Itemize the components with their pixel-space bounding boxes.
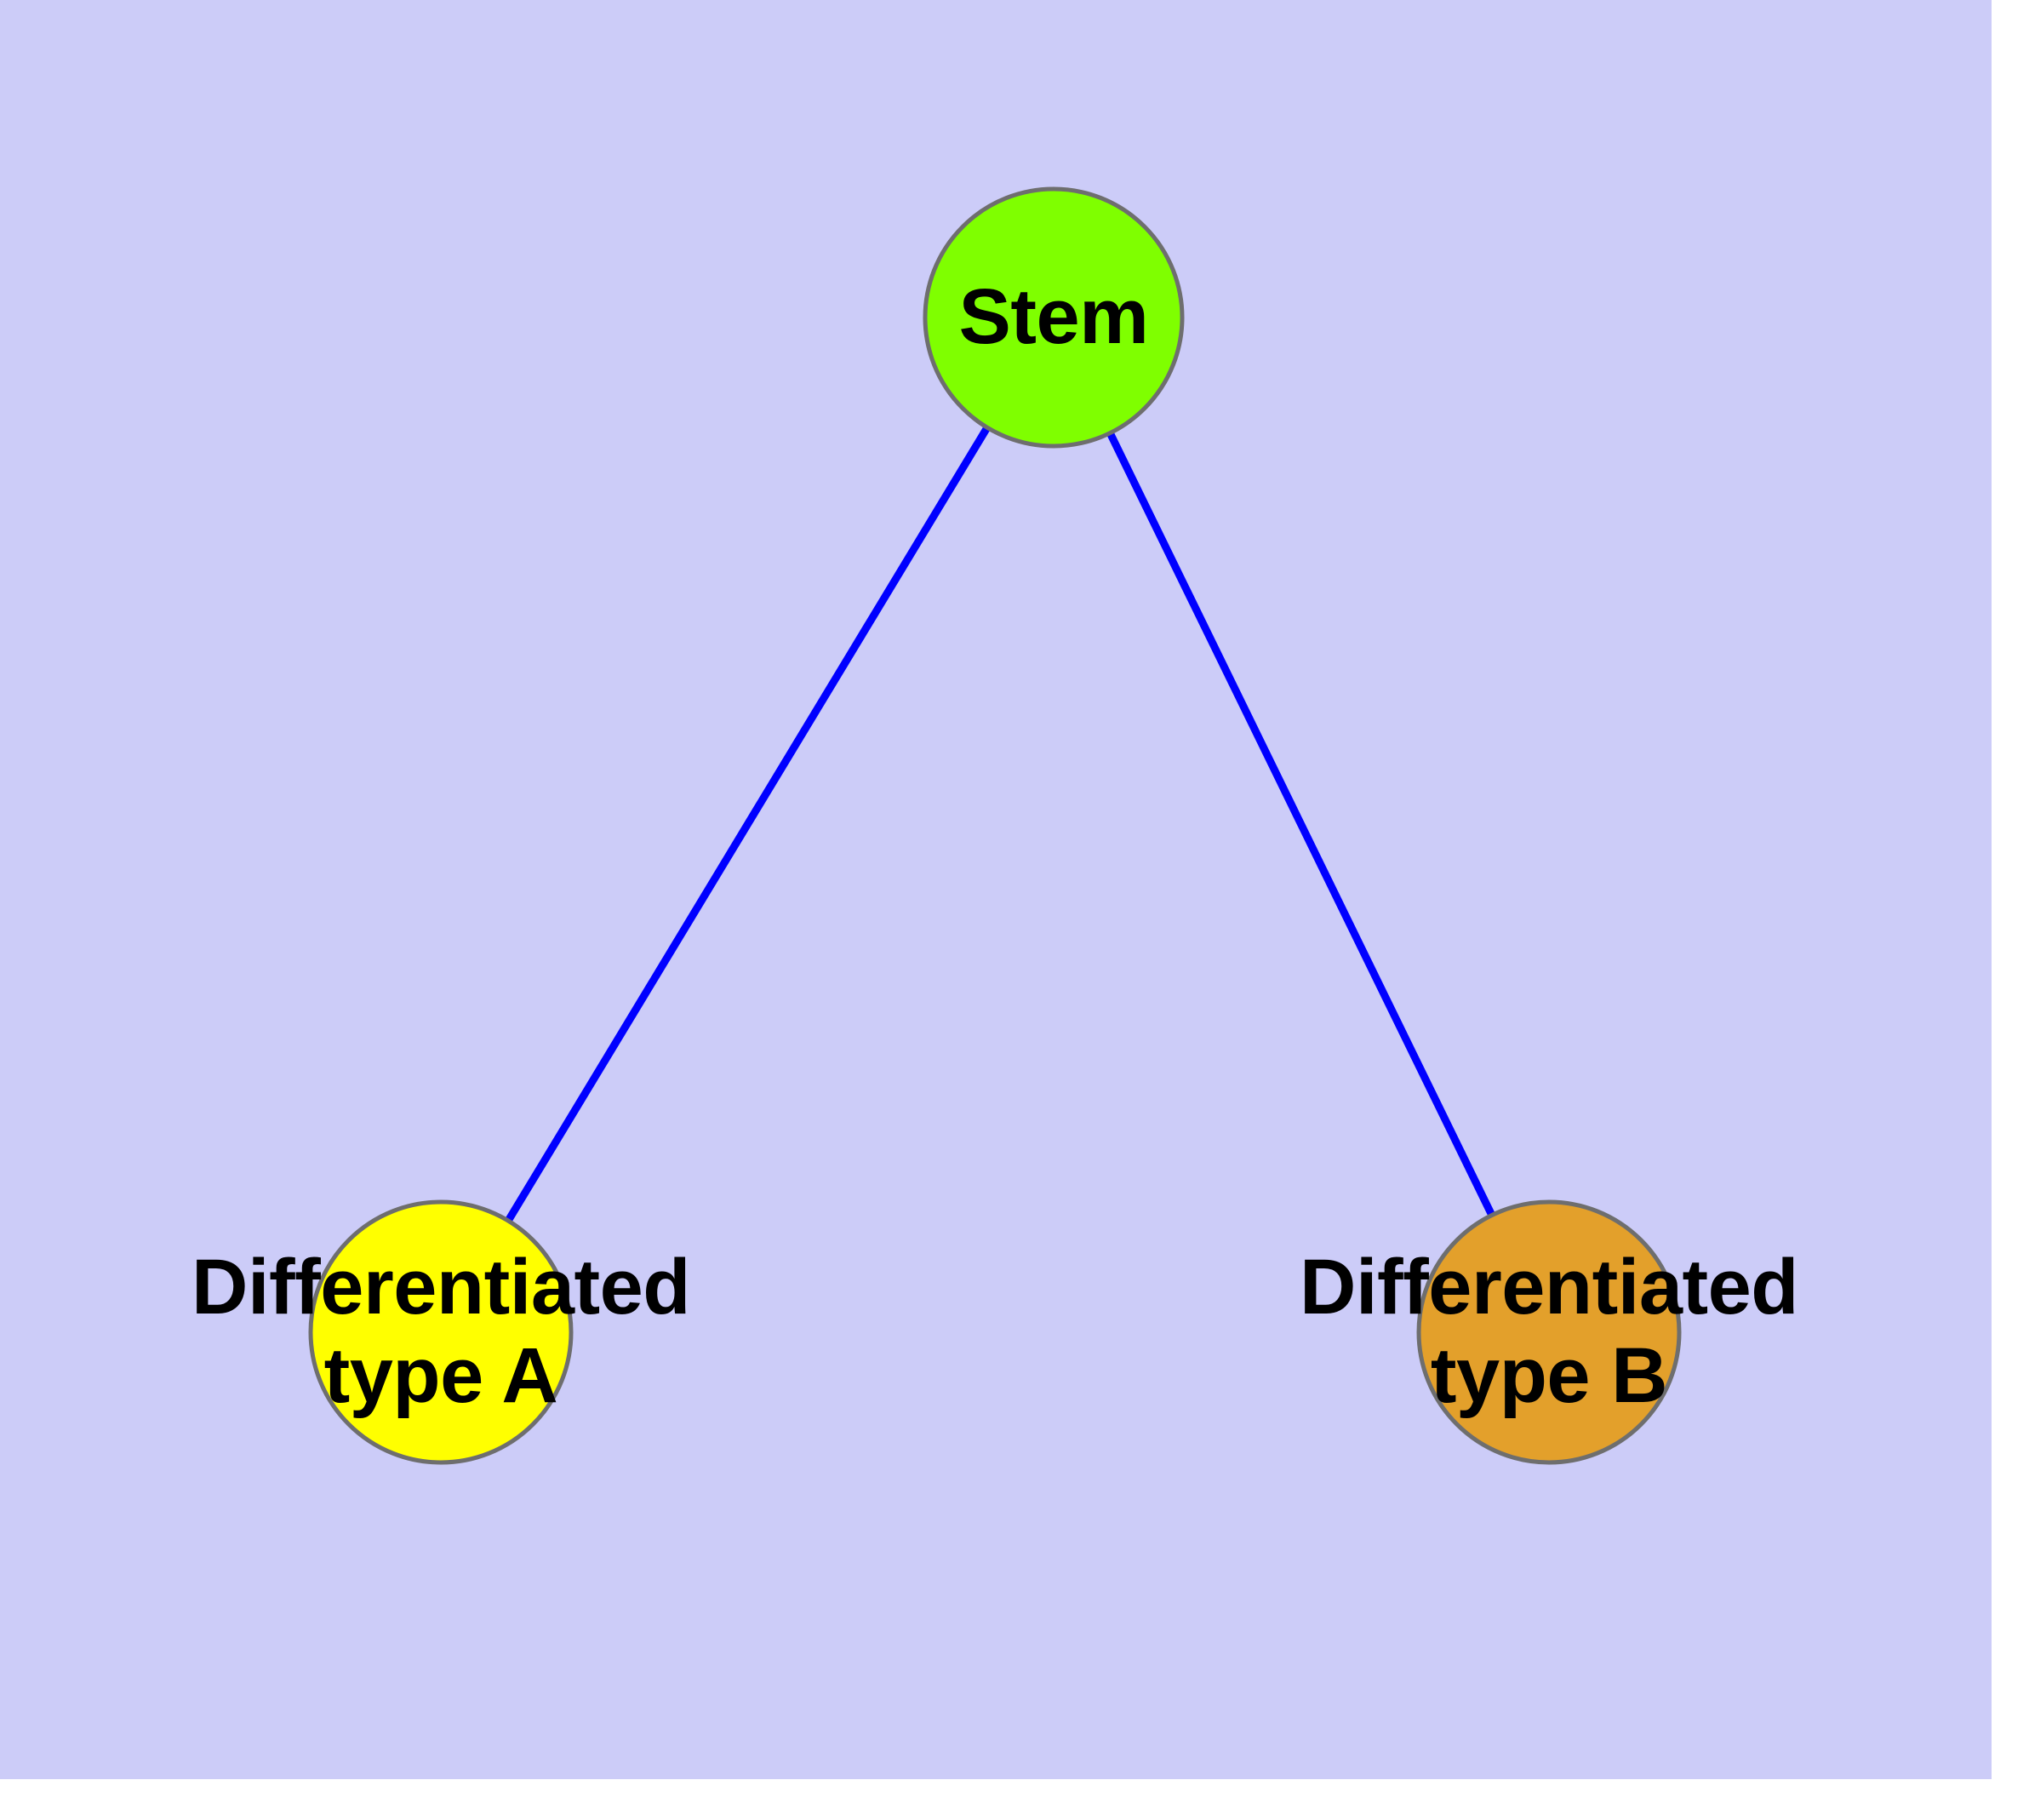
node-circle-stem[interactable] xyxy=(923,186,1185,449)
edge-layer xyxy=(437,315,1553,1335)
edge-stem-to-differentiated-type-b[interactable] xyxy=(1049,316,1553,1334)
node-layer xyxy=(308,186,1682,1465)
edge-stem-to-differentiated-type-a[interactable] xyxy=(437,315,1057,1335)
node-circle-differentiated-type-b[interactable] xyxy=(1416,1199,1682,1465)
node-circle-differentiated-type-a[interactable] xyxy=(308,1199,574,1465)
